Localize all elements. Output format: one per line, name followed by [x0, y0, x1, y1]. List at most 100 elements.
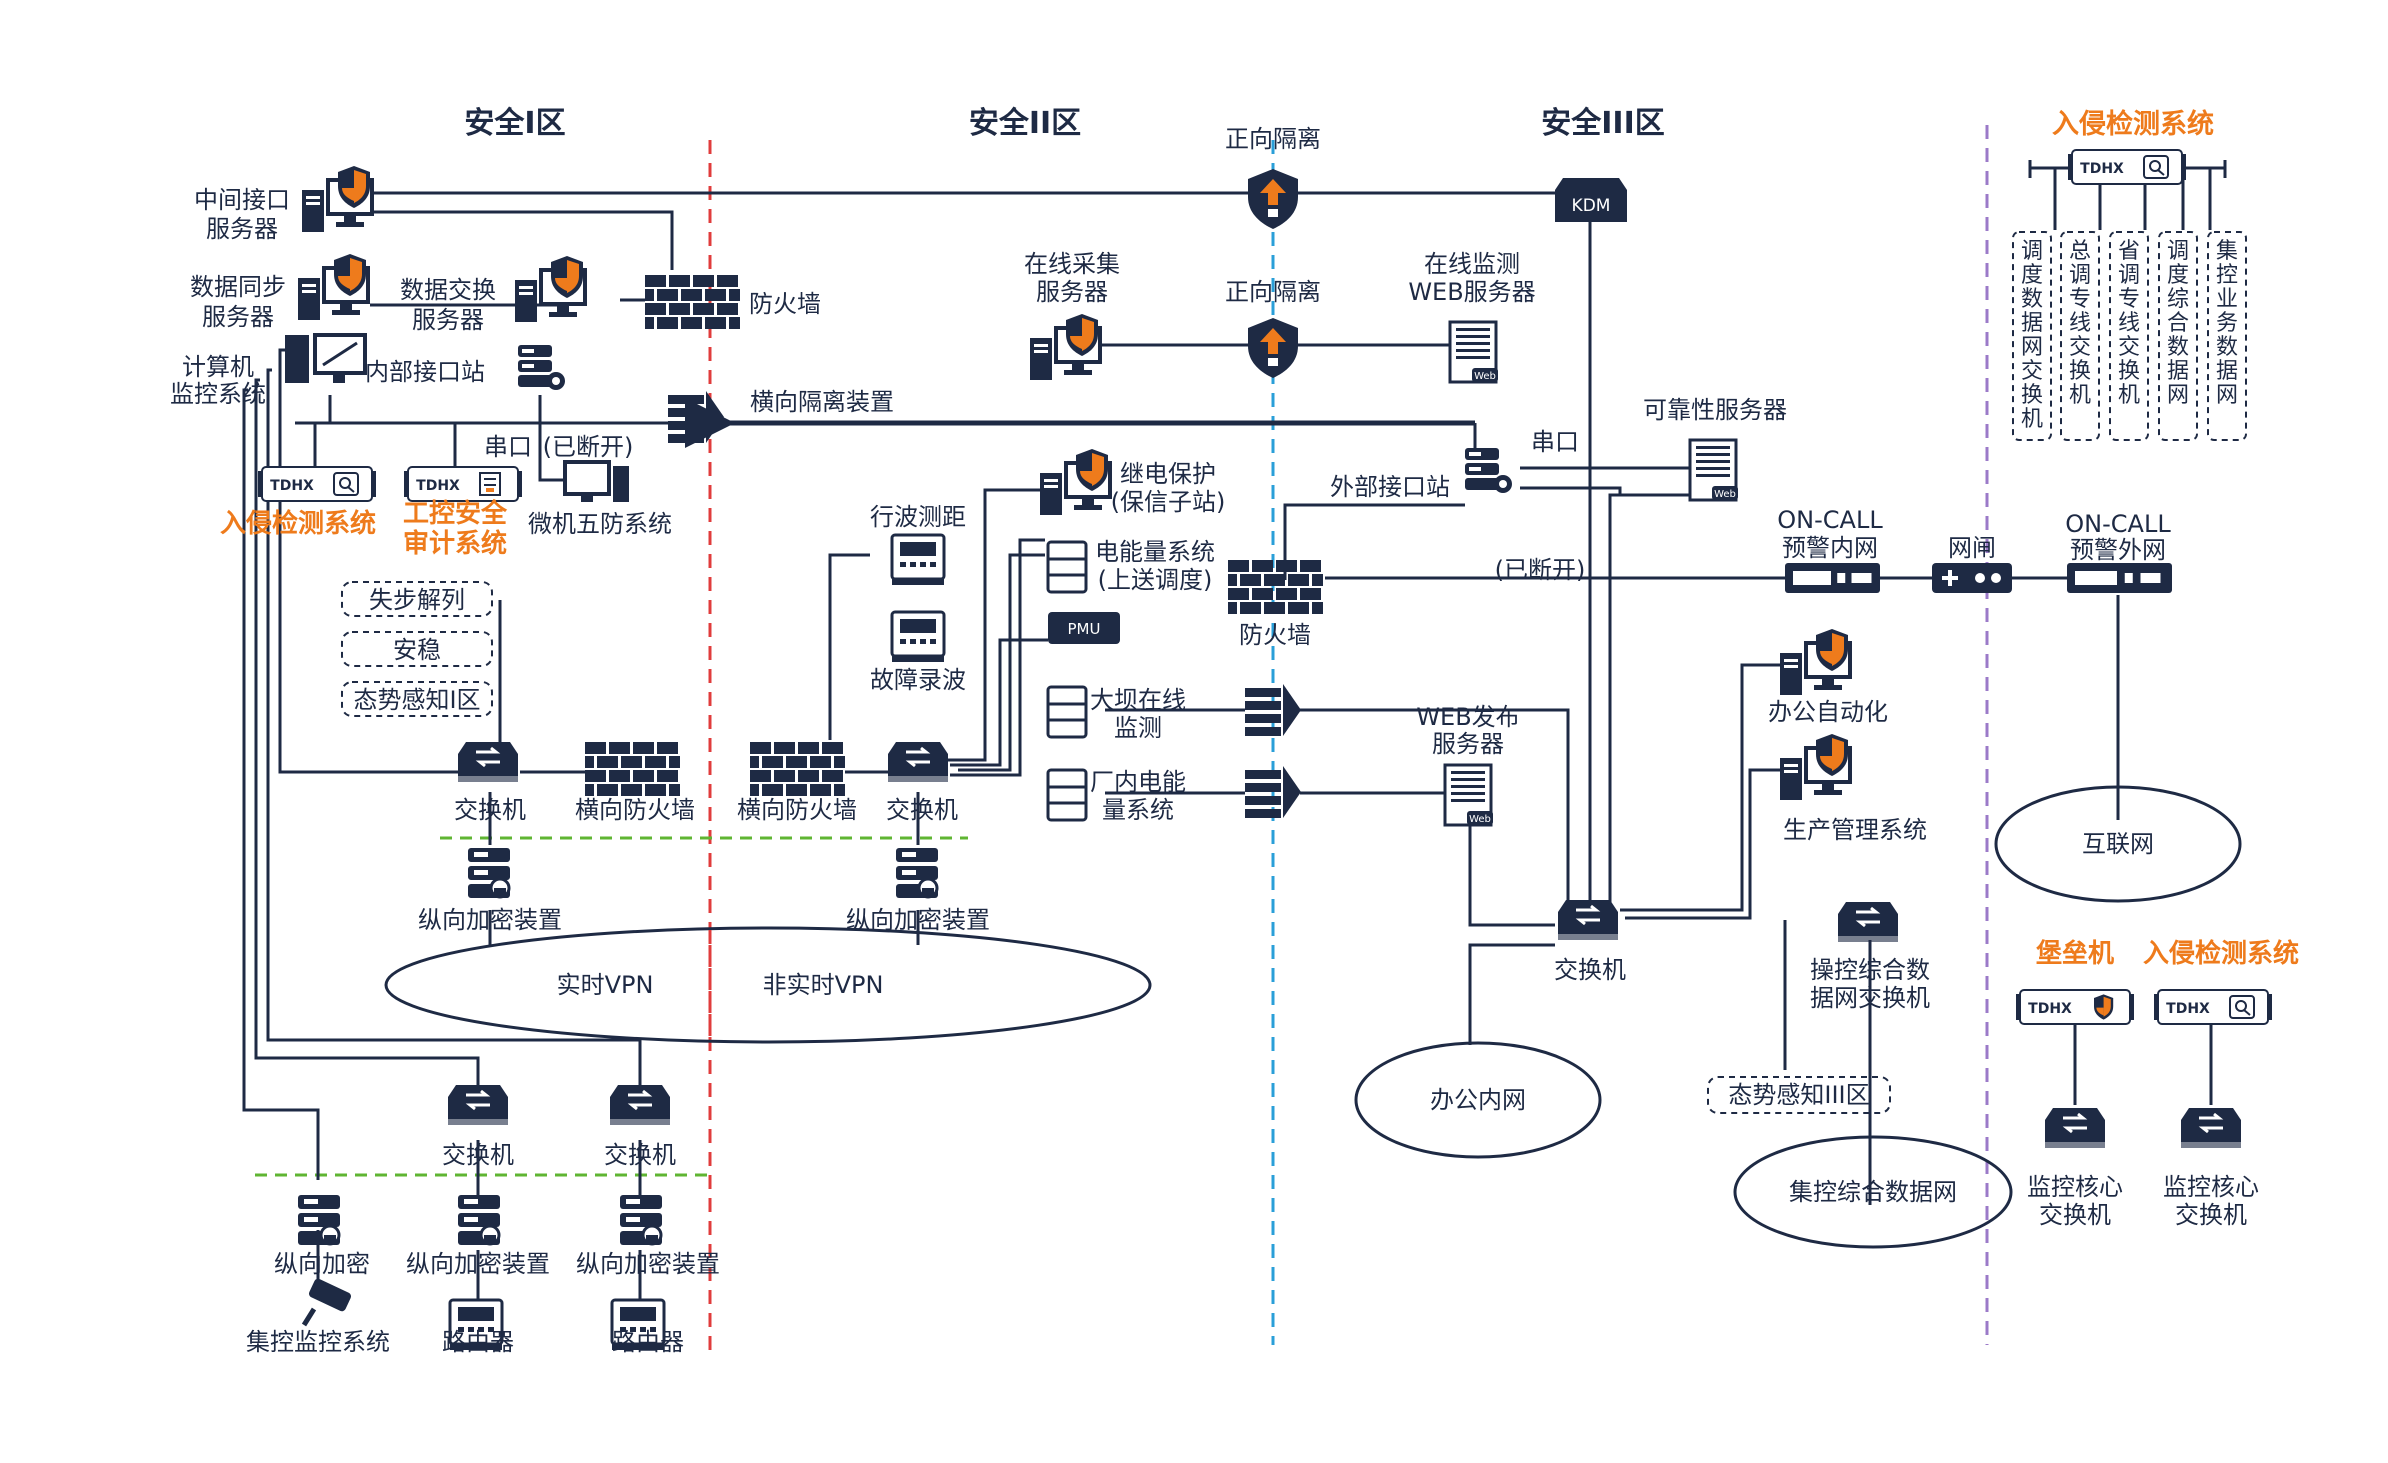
ids3-label: 入侵检测系统 [2143, 938, 2299, 969]
ctrl-switch-label-1: 操控综合数 [1810, 956, 1930, 984]
ctrl-switch-label-2: 据网交换机 [1810, 984, 1930, 1012]
online-web-label-1: 在线监测 [1424, 250, 1520, 278]
ids-network-char: 务 [2216, 311, 2238, 336]
mid-server-label-1: 中间接口 [194, 186, 290, 214]
switch-z3-label: 交换机 [1554, 956, 1626, 984]
vcrypt-b0-label: 纵向加密 [274, 1250, 370, 1278]
vcrypt-z1-icon [468, 848, 511, 899]
ids-network-char: 网 [2167, 383, 2189, 408]
relay-label-1: 继电保护 [1120, 460, 1216, 488]
ctrl-switch-icon [1838, 902, 1898, 942]
ids-network-char: 专 [2118, 287, 2140, 312]
computer-monitor-label-1: 计算机 [182, 353, 254, 381]
switch-z2-icon [888, 742, 948, 782]
ids-network-char: 机 [2069, 383, 2091, 408]
switch-z1-icon [458, 742, 518, 782]
firewall1-icon [645, 275, 740, 329]
firewall2-label: 防火墙 [1239, 621, 1311, 649]
ctrl-net-ellipse [1733, 1135, 2013, 1249]
ids-network-char: 业 [2216, 287, 2238, 312]
situation3-label: 态势感知III区 [1728, 1081, 1869, 1109]
horiz-iso-icon [668, 391, 724, 443]
vcrypt-b1-label: 纵向加密装置 [406, 1250, 550, 1278]
office-auto-icon [1780, 629, 1852, 695]
plant-energy-label-2: 量系统 [1102, 796, 1174, 824]
vcrypt-b2-label: 纵向加密装置 [576, 1250, 720, 1278]
ext-station-icon [1465, 448, 1512, 493]
vpn-nrt-label: 非实时VPN [763, 971, 884, 999]
ids-network-char: 机 [2021, 407, 2043, 432]
oncall-in-label-2: 预警内网 [1782, 534, 1878, 562]
traveling-wave-icon [890, 533, 946, 585]
ids-network-char: 数 [2167, 335, 2189, 360]
web-publish-label-1: WEB发布 [1416, 703, 1519, 731]
vcrypt-b2-icon [620, 1195, 663, 1246]
firewall2-icon [1228, 560, 1323, 614]
serial2-label: 串口 [1531, 428, 1579, 456]
ids-network-char: 据 [2167, 359, 2189, 384]
ids-network-char: 交 [2118, 335, 2140, 360]
energy-sys-label-1: 电能量系统 [1095, 538, 1215, 566]
ids-network-char: 调 [2167, 239, 2189, 264]
web-publish-server-icon: Web [1443, 763, 1493, 827]
energy-sys-icon [1046, 540, 1088, 594]
dam-isolation-icon [1245, 684, 1301, 736]
switch-z3-icon [1558, 900, 1618, 940]
ids-network-char: 调 [2021, 239, 2043, 264]
router2-label: 路由器 [612, 1328, 684, 1356]
office-net-ellipse [1354, 1041, 1602, 1159]
energy-sys-label-2: (上送调度) [1098, 566, 1213, 594]
ids-network-char: 交 [2069, 335, 2091, 360]
audit-label-2: 审计系统 [403, 528, 507, 559]
relay-label-2: (保信子站) [1111, 488, 1226, 516]
zone3-title: 安全III区 [1541, 106, 1665, 141]
fault-rec-label: 故障录波 [870, 666, 966, 694]
ids-network-char: 专 [2069, 287, 2091, 312]
sync-server-icon [298, 254, 370, 320]
svg-text:TDHX: TDHX [416, 478, 460, 494]
oncall-out-label-2: 预警外网 [2070, 536, 2166, 564]
firewall1-label: 防火墙 [749, 290, 821, 318]
ids-network-char: 调 [2069, 263, 2091, 288]
switch-z2-label: 交换机 [886, 796, 958, 824]
exchange-server-label-1: 数据交换 [400, 276, 496, 304]
reliability-server-icon: Web [1688, 438, 1738, 502]
gate-label: 网闸 [1948, 534, 1996, 562]
gate-icon [1932, 563, 2012, 593]
router1-icon [448, 1298, 504, 1350]
step-out-label: 失步解列 [369, 586, 465, 614]
ids-network-char: 合 [2167, 311, 2189, 336]
core2-label-1: 监控核心 [2163, 1173, 2259, 1201]
ids-network-char: 总 [2069, 239, 2091, 264]
oncall-out-label-1: ON-CALL [2065, 510, 2171, 538]
hfw-z1-label: 横向防火墙 [575, 796, 695, 824]
vcrypt-z1-label: 纵向加密装置 [418, 906, 562, 934]
online-web-server-icon: Web [1448, 320, 1498, 384]
forward-iso1-icon [1248, 169, 1298, 229]
hfw-z1-icon [585, 742, 680, 796]
ids-network-char: 综 [2167, 287, 2189, 312]
horiz-iso-label: 横向隔离装置 [750, 388, 894, 416]
sync-server-label-2: 服务器 [202, 303, 274, 331]
ids-network-char: 交 [2021, 359, 2043, 384]
traveling-wave-label: 行波测距 [870, 503, 966, 531]
plant-energy-label-1: 厂内电能 [1090, 768, 1186, 796]
internal-station-icon [518, 345, 565, 390]
vpn-ellipse [384, 926, 1152, 1044]
ids-network-char: 数 [2216, 335, 2238, 360]
svg-text:TDHX: TDHX [2080, 161, 2124, 177]
online-web-label-2: WEB服务器 [1408, 278, 1535, 306]
router2-icon [610, 1298, 666, 1350]
core1-label-1: 监控核心 [2027, 1173, 2123, 1201]
fault-rec-icon [890, 610, 946, 662]
switch-b2-icon [610, 1085, 670, 1125]
ids-network-char: 据 [2216, 359, 2238, 384]
ext-station-label: 外部接口站 [1330, 473, 1450, 501]
vcrypt-z2-label: 纵向加密装置 [846, 906, 990, 934]
vcrypt-b0-icon [298, 1195, 341, 1246]
exchange-server-icon [515, 256, 587, 322]
ids1-tdhx-icon: TDHX [258, 466, 376, 502]
ids-panel-tdhx-icon: TDHX [2068, 149, 2186, 185]
